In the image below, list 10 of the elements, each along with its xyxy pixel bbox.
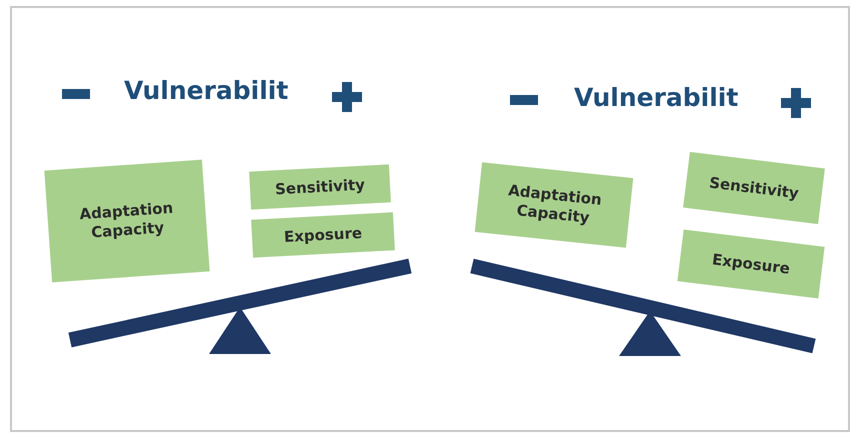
factor-label: Adaptation Capacity — [78, 198, 175, 244]
scale-heading: Vulnerabilit — [124, 76, 288, 105]
factor-label: Exposure — [283, 224, 363, 246]
scale-heading: Vulnerabilit — [574, 83, 738, 112]
factor-label: Adaptation Capacity — [506, 180, 604, 229]
factor-box — [249, 164, 391, 210]
factor-label: Sensitivity — [708, 173, 800, 203]
factor-label: Sensitivity — [274, 175, 366, 199]
factor-label: Exposure — [711, 250, 791, 278]
factor-box — [251, 212, 395, 258]
